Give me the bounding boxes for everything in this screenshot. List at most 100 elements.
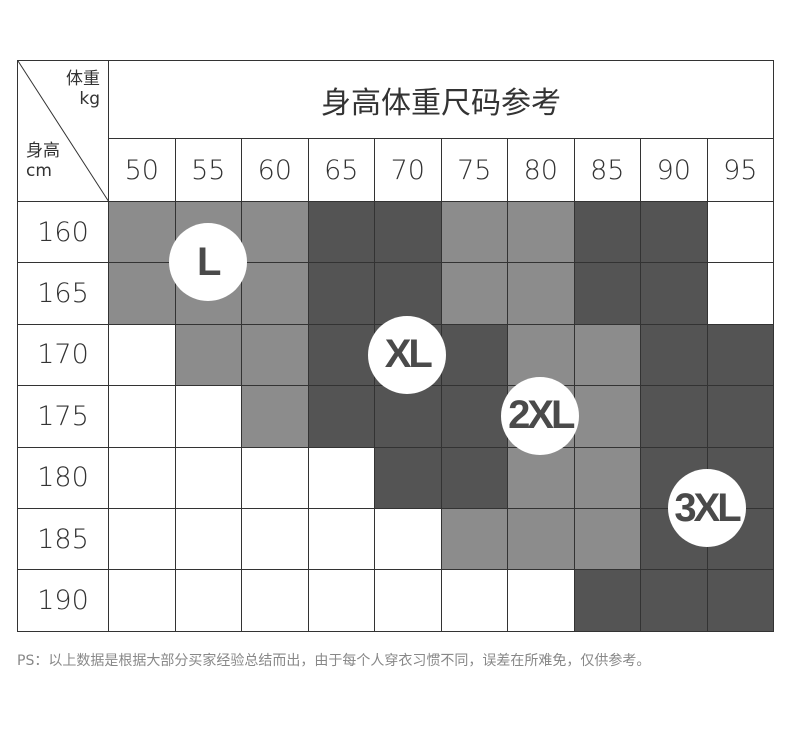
corner-height-label: 身高 cm [26, 141, 60, 181]
height-header-165: 165 [17, 262, 109, 325]
size-cell [706, 323, 774, 387]
size-cell [108, 323, 176, 387]
height-header-text: 160 [37, 216, 89, 248]
weight-header-text: 85 [590, 154, 625, 186]
size-cell [108, 262, 176, 325]
size-cell [573, 323, 641, 387]
size-cell [374, 569, 442, 632]
size-cell [108, 446, 176, 509]
size-cell [374, 385, 442, 448]
size-cell [307, 201, 375, 264]
size-cell [241, 508, 309, 571]
weight-label: 体重 [66, 69, 100, 89]
size-cell [440, 508, 508, 571]
size-cell [507, 446, 575, 509]
size-cell [440, 262, 508, 325]
height-header-text: 175 [37, 400, 89, 432]
weight-header-60: 60 [241, 138, 309, 202]
size-cell [307, 262, 375, 325]
size-cell [507, 508, 575, 571]
weight-header-text: 75 [457, 154, 492, 186]
size-cell [174, 446, 242, 509]
size-cell [108, 201, 176, 264]
weight-header-text: 90 [656, 154, 691, 186]
height-header-170: 170 [17, 323, 109, 387]
weight-header-text: 60 [257, 154, 292, 186]
size-cell [440, 201, 508, 264]
weight-unit: kg [79, 89, 100, 109]
size-badge-3xl: 3XL [667, 469, 746, 547]
size-cell [307, 569, 375, 632]
weight-header-80: 80 [507, 138, 575, 202]
weight-header-text: 80 [523, 154, 558, 186]
height-header-text: 190 [37, 585, 89, 617]
weight-header-text: 50 [124, 154, 159, 186]
size-cell [706, 385, 774, 448]
size-cell [174, 385, 242, 448]
size-cell [374, 446, 442, 509]
weight-header-50: 50 [108, 138, 176, 202]
height-unit: cm [26, 161, 52, 181]
size-cell [374, 508, 442, 571]
size-cell [174, 569, 242, 632]
size-cell [174, 508, 242, 571]
size-cell [307, 385, 375, 448]
size-cell [640, 201, 708, 264]
height-header-190: 190 [17, 569, 109, 632]
size-cell [307, 446, 375, 509]
weight-header-70: 70 [374, 138, 442, 202]
size-cell [241, 201, 309, 264]
size-cell [108, 385, 176, 448]
size-cell [573, 201, 641, 264]
size-cell [374, 201, 442, 264]
size-cell [241, 569, 309, 632]
size-cell [573, 385, 641, 448]
weight-header-95: 95 [706, 138, 774, 202]
corner-weight-label: 体重 kg [66, 69, 100, 109]
height-header-text: 165 [37, 278, 89, 310]
size-cell [307, 323, 375, 387]
weight-header-65: 65 [307, 138, 375, 202]
height-label: 身高 [26, 141, 60, 161]
size-cell [640, 385, 708, 448]
size-cell [573, 508, 641, 571]
size-cell [108, 569, 176, 632]
height-header-175: 175 [17, 385, 109, 448]
weight-header-text: 95 [723, 154, 758, 186]
weight-header-text: 55 [191, 154, 226, 186]
weight-header-text: 70 [390, 154, 425, 186]
weight-header-text: 65 [324, 154, 359, 186]
size-cell [241, 446, 309, 509]
size-cell [640, 262, 708, 325]
size-badge-xl: XL [368, 315, 447, 394]
size-cell [573, 569, 641, 632]
size-cell [174, 323, 242, 387]
size-cell [507, 569, 575, 632]
size-cell [706, 201, 774, 264]
size-cell [440, 569, 508, 632]
weight-header-55: 55 [174, 138, 242, 202]
corner-header-cell: 体重 kg 身高 cm [17, 60, 109, 202]
size-cell [241, 385, 309, 448]
weight-header-75: 75 [440, 138, 508, 202]
height-header-text: 185 [37, 523, 89, 555]
size-cell [640, 569, 708, 632]
weight-header-90: 90 [640, 138, 708, 202]
size-cell [241, 262, 309, 325]
height-header-text: 170 [37, 339, 89, 371]
size-badge-l: L [168, 223, 247, 302]
size-cell [573, 446, 641, 509]
size-cell [307, 508, 375, 571]
size-cell [440, 385, 508, 448]
size-cell [241, 323, 309, 387]
size-cell [706, 262, 774, 325]
height-header-160: 160 [17, 201, 109, 264]
footnote: PS：以上数据是根据大部分买家经验总结而出，由于每个人穿衣习惯不同，误差在所难免… [17, 653, 651, 669]
size-cell [573, 262, 641, 325]
size-cell [507, 262, 575, 325]
size-cell [507, 201, 575, 264]
size-cell [108, 508, 176, 571]
size-cell [706, 569, 774, 632]
height-header-185: 185 [17, 508, 109, 571]
